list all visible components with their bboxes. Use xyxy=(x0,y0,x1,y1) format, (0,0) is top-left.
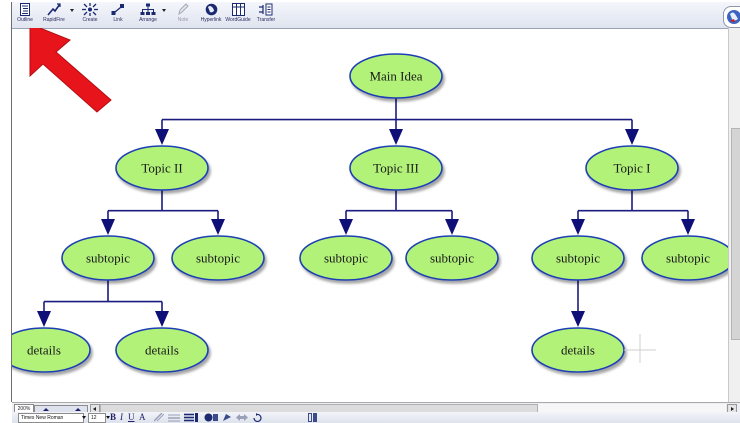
link-button-label: Link xyxy=(113,17,123,23)
crosshair-cursor xyxy=(624,334,656,363)
outline-button[interactable]: Outline xyxy=(14,3,36,27)
node-main[interactable]: Main Idea xyxy=(349,53,443,99)
node-s2[interactable]: subtopic xyxy=(171,235,265,281)
arrange-button-label: Arrange xyxy=(139,17,157,23)
rapidfire-icon xyxy=(47,3,61,16)
node-s1[interactable]: subtopic xyxy=(61,235,155,281)
underline-button[interactable]: U xyxy=(128,412,135,422)
view-toggle-icon[interactable] xyxy=(308,413,318,422)
arrange-dropdown-arrow[interactable] xyxy=(162,9,166,12)
node-ellipse xyxy=(299,235,393,281)
node-t2[interactable]: Topic II xyxy=(115,145,209,191)
rotate-icon[interactable] xyxy=(252,413,262,422)
hyperlink-button-label: Hyperlink xyxy=(200,17,222,23)
rapidfire-dropdown-arrow[interactable] xyxy=(70,9,74,12)
link-icon xyxy=(111,4,124,15)
font-size-dropdown-arrow[interactable] xyxy=(106,416,110,419)
arrange-button[interactable]: Arrange xyxy=(136,3,160,27)
wordguide-button-label: WordGuide xyxy=(225,17,251,23)
formatting-toolbar: Times New Roman 12 B I U A xyxy=(12,412,740,423)
node-d2[interactable]: details xyxy=(115,327,209,373)
connector-arrowhead xyxy=(571,219,585,235)
node-d3[interactable]: details xyxy=(531,327,625,373)
transfer-button[interactable]: Transfer xyxy=(254,3,278,27)
node-ellipse xyxy=(641,235,728,281)
connector-arrowhead xyxy=(445,219,459,235)
node-s5[interactable]: subtopic xyxy=(531,235,625,281)
note-button-label: Note xyxy=(177,17,189,23)
connector-arrowhead xyxy=(101,219,115,235)
connector-arrowhead xyxy=(339,219,353,235)
transfer-button-label: Transfer xyxy=(256,17,276,23)
node-ellipse xyxy=(531,235,625,281)
link-button[interactable]: Link xyxy=(108,3,128,27)
font-name-dropdown-arrow[interactable] xyxy=(82,416,86,419)
node-s4[interactable]: subtopic xyxy=(405,235,499,281)
connector-arrowhead xyxy=(37,311,51,327)
zoom-out-mark xyxy=(43,408,49,411)
note-button[interactable]: Note xyxy=(174,3,192,27)
node-ellipse xyxy=(531,327,625,373)
globe-icon xyxy=(205,3,217,16)
node-ellipse xyxy=(585,145,679,191)
line-style-icon[interactable] xyxy=(154,413,164,422)
connector-arrowhead xyxy=(389,129,403,145)
node-ellipse xyxy=(349,145,443,191)
node-ellipse xyxy=(12,327,91,373)
node-t3[interactable]: Topic III xyxy=(349,145,443,191)
wordguide-button[interactable]: WordGuide xyxy=(225,3,251,27)
wordguide-icon xyxy=(231,3,245,16)
node-s3[interactable]: subtopic xyxy=(299,235,393,281)
symbol-icon[interactable] xyxy=(204,413,218,422)
note-icon xyxy=(178,3,189,16)
outline-icon xyxy=(20,3,30,16)
create-icon xyxy=(82,3,98,16)
connector-arrowhead xyxy=(681,219,695,235)
node-ellipse xyxy=(171,235,265,281)
node-t1[interactable]: Topic I xyxy=(585,145,679,191)
arrange-icon xyxy=(140,3,156,15)
font-size-select[interactable]: 12 xyxy=(88,413,106,423)
font-name-select[interactable]: Times New Roman xyxy=(18,413,84,423)
node-ellipse xyxy=(405,235,499,281)
outline-button-label: Outline xyxy=(17,17,33,23)
connector-arrowhead xyxy=(211,219,225,235)
connector-arrowhead xyxy=(155,129,169,145)
line-width-icon[interactable] xyxy=(168,413,180,422)
connector-arrowhead xyxy=(155,311,169,327)
create-button[interactable]: Create xyxy=(78,3,102,27)
node-s6[interactable]: subtopic xyxy=(641,235,728,281)
web-globe-button[interactable] xyxy=(723,6,740,28)
text-color-button[interactable]: A xyxy=(139,412,146,422)
main-toolbar: Outline RapidFire Create xyxy=(12,2,740,29)
italic-button[interactable]: I xyxy=(120,412,123,422)
node-ellipse xyxy=(349,53,443,99)
transfer-icon xyxy=(259,3,273,16)
vertical-scroll-thumb[interactable] xyxy=(731,128,740,340)
node-ellipse xyxy=(61,235,155,281)
zoom-in-mark xyxy=(75,408,81,411)
node-ellipse xyxy=(115,327,209,373)
rapidfire-button[interactable]: RapidFire xyxy=(42,3,66,27)
create-button-label: Create xyxy=(82,17,98,23)
shape-icon[interactable] xyxy=(236,413,248,422)
red-annotation-arrow xyxy=(29,28,112,113)
bold-button[interactable]: B xyxy=(110,412,117,422)
rapidfire-button-label: RapidFire xyxy=(43,17,65,23)
connector-arrowhead xyxy=(625,129,639,145)
world-globe-icon xyxy=(727,10,740,24)
window-left-edge xyxy=(11,2,12,402)
color-palette-icon[interactable] xyxy=(222,413,232,422)
vertical-scrollbar[interactable] xyxy=(728,28,740,403)
node-ellipse xyxy=(115,145,209,191)
connector-arrowhead xyxy=(571,311,585,327)
connector-lines xyxy=(37,98,695,327)
node-d1[interactable]: details xyxy=(12,327,91,373)
hyperlink-button[interactable]: Hyperlink xyxy=(200,3,222,27)
align-icon[interactable] xyxy=(184,413,198,422)
